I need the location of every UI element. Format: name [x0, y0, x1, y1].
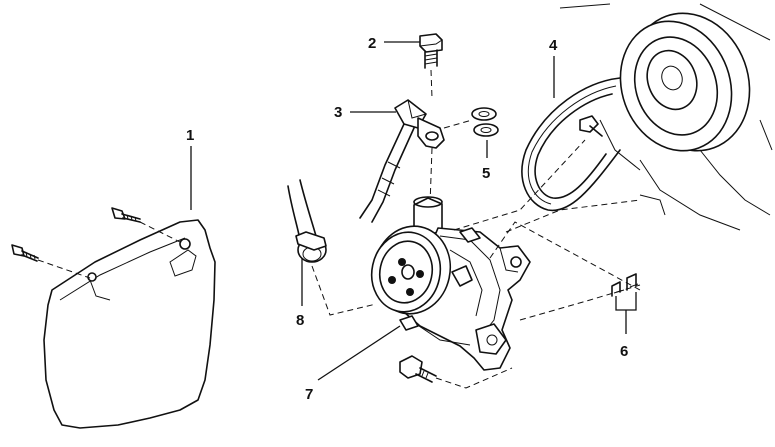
adjusting-bolt — [579, 115, 603, 137]
callout-2: 2 — [368, 35, 376, 52]
engine-mount-axis — [505, 199, 641, 233]
pump-to-bracket-axis — [489, 221, 641, 291]
crankshaft-pulley — [559, 3, 773, 231]
splash-shield — [43, 219, 216, 429]
callout-8: 8 — [296, 312, 304, 329]
washer-axis — [443, 119, 473, 129]
callout-7: 7 — [305, 386, 313, 403]
callout-4: 4 — [549, 37, 558, 54]
sealing-washers — [471, 107, 499, 137]
hose-clamp — [295, 231, 327, 263]
drive-belt — [521, 77, 621, 212]
callout-6: 6 — [620, 343, 628, 360]
pump-mounting-bolt — [399, 355, 437, 383]
dowel-pins — [611, 273, 639, 297]
lower-bolt-axis — [435, 367, 513, 389]
mounting-bolt — [419, 33, 443, 69]
shield-bolt-upper — [111, 207, 141, 223]
power-steering-pump — [370, 196, 531, 371]
bolt-axis — [430, 69, 433, 99]
callout-5: 5 — [482, 165, 490, 182]
leader-6 — [615, 292, 637, 311]
callout-1: 1 — [186, 127, 194, 144]
shield-bolt-lower-axis — [37, 259, 91, 279]
return-hose — [287, 179, 317, 241]
leader-7 — [317, 325, 401, 381]
callout-3: 3 — [334, 104, 342, 121]
shield-bolt-lower — [11, 244, 39, 262]
clamp-to-pump-axis — [311, 265, 377, 316]
bracket-lower-axis — [519, 284, 641, 321]
shield-bolt-upper-axis — [139, 221, 185, 245]
belt-to-pump-axis — [453, 139, 586, 231]
hose-fitting — [394, 99, 445, 149]
pressure-hose — [359, 123, 415, 223]
